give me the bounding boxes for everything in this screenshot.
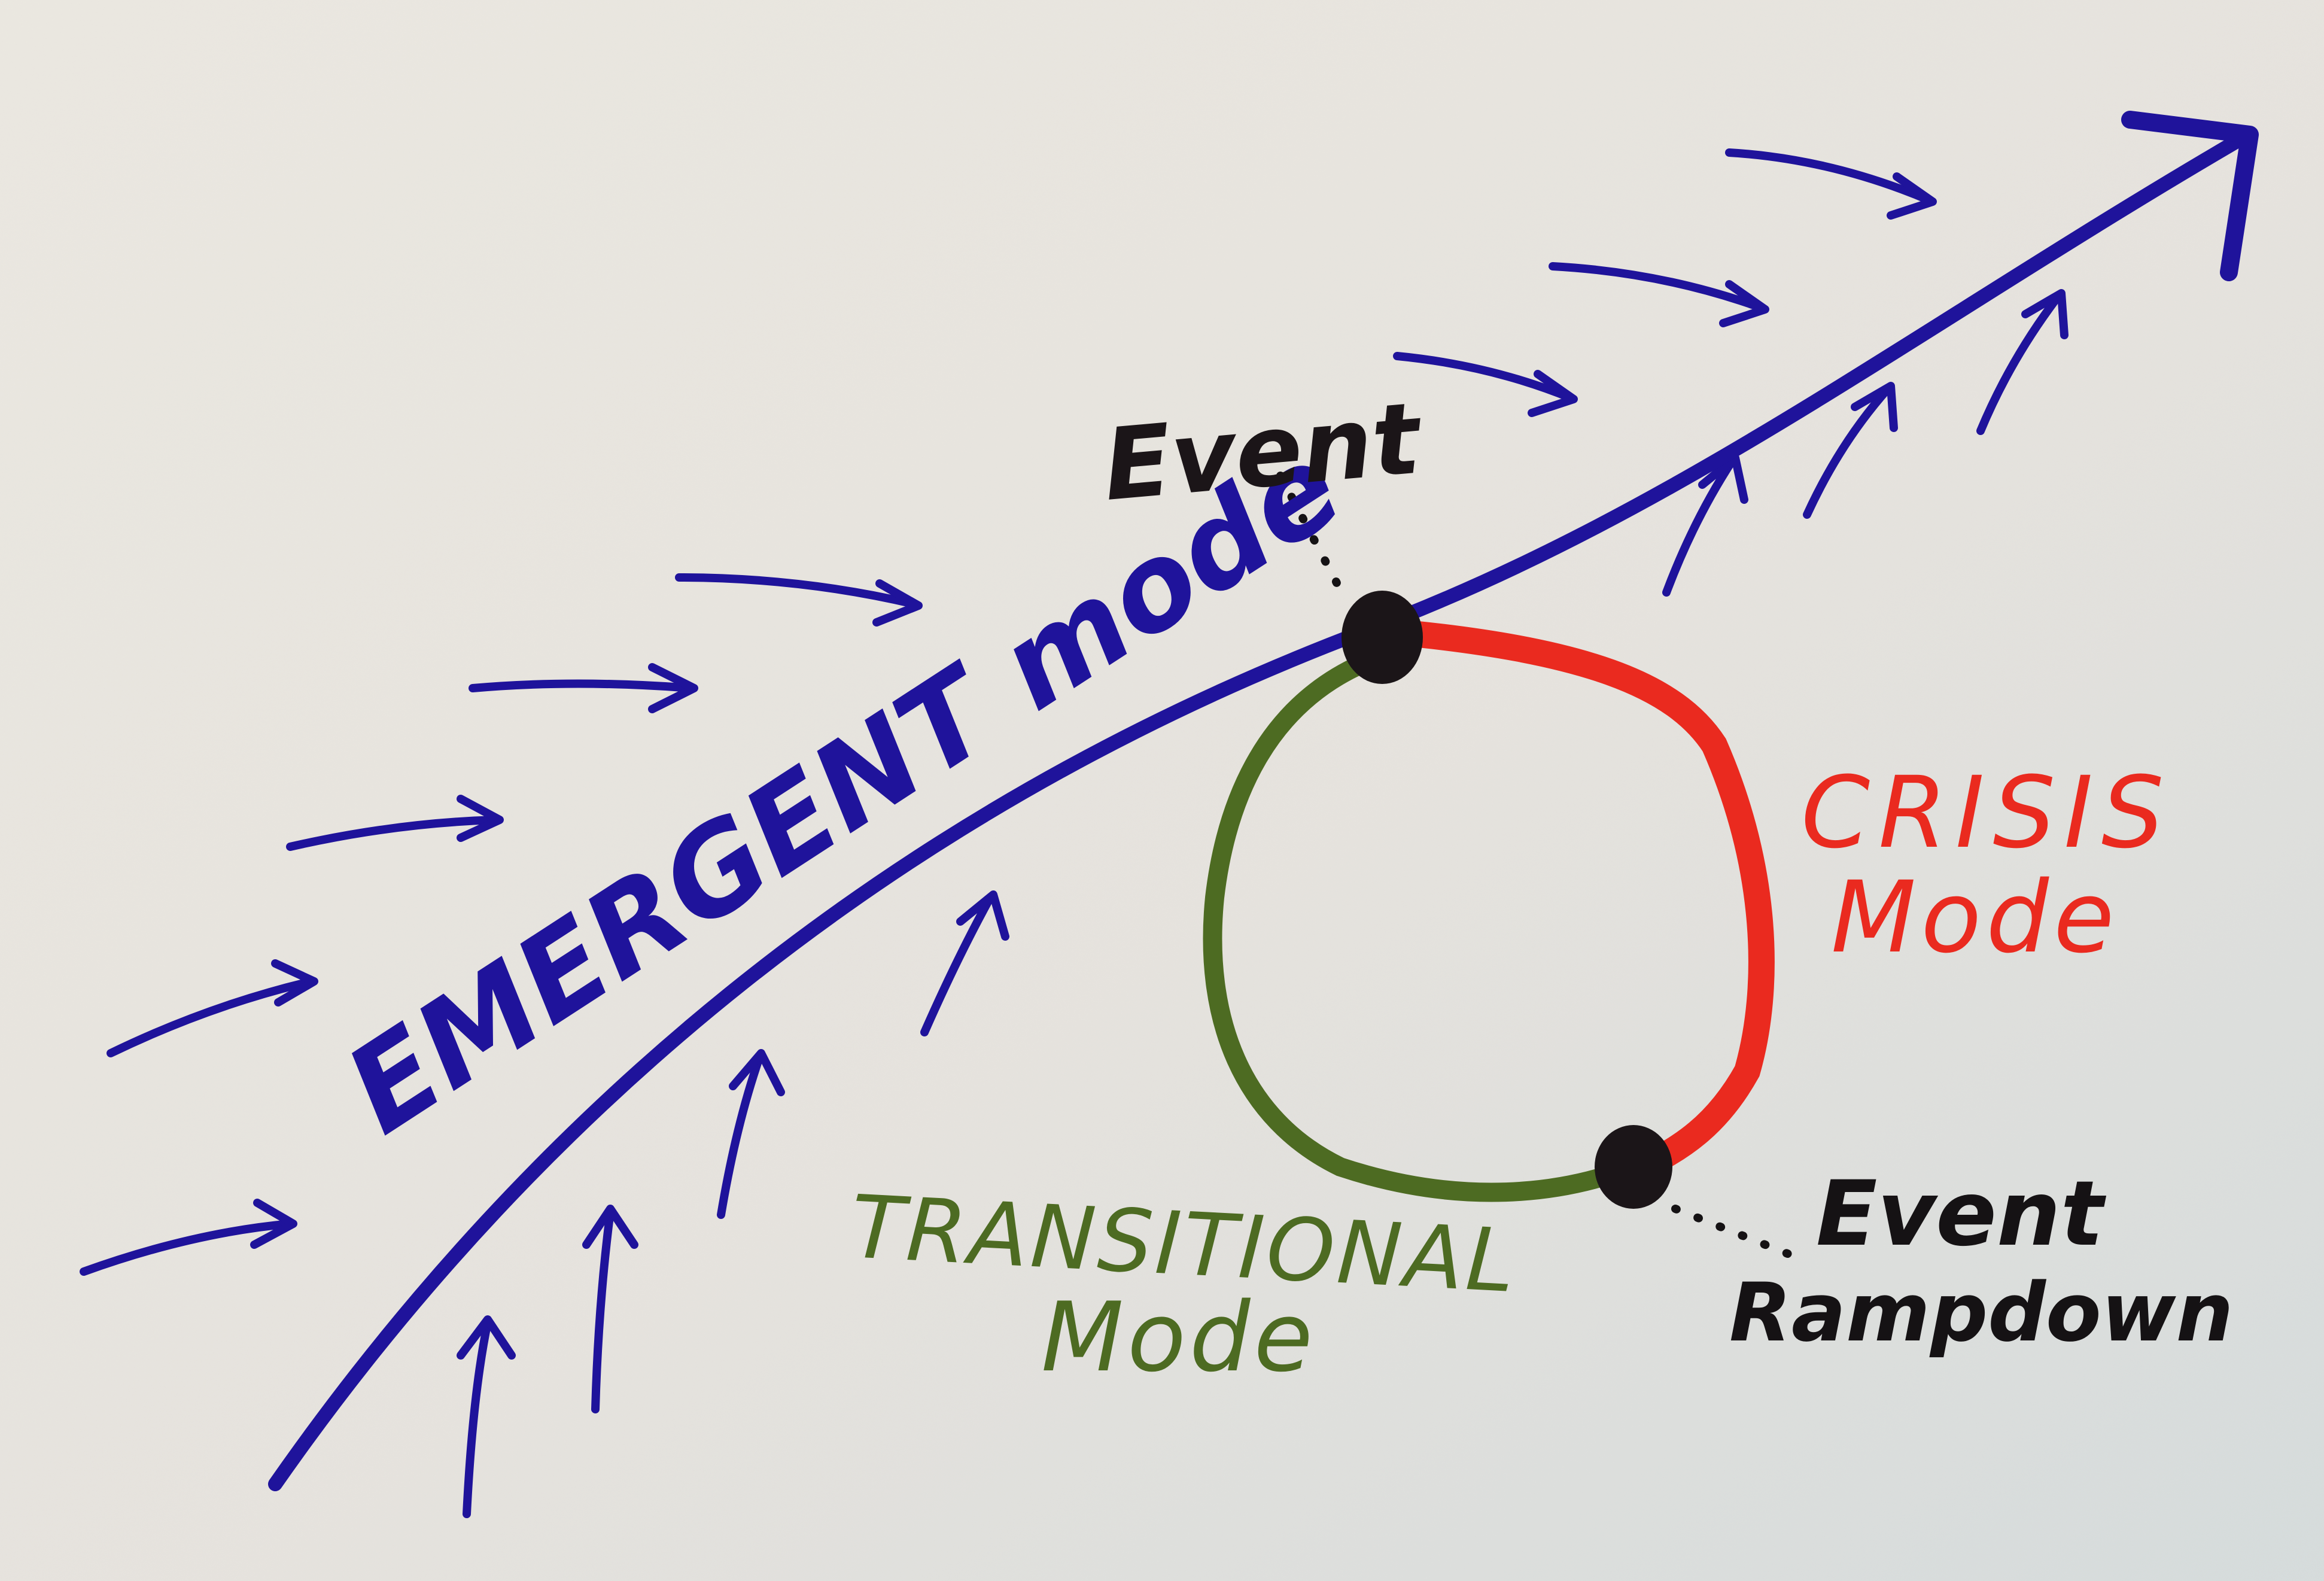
small-arrow-icon xyxy=(717,1049,785,1219)
dotted-leader-line xyxy=(1276,472,1347,600)
arrowhead-icon xyxy=(2121,111,2259,281)
crisis-mode-label-line1: CRISIS xyxy=(1801,755,2173,870)
event-bottom-label: Event xyxy=(1816,1162,2107,1266)
crisis-mode-label-line2: Mode xyxy=(1831,860,2119,975)
small-arrow-icon xyxy=(286,795,504,851)
small-arrow-icon xyxy=(1976,289,2069,435)
small-arrow-icon xyxy=(675,573,923,627)
rampdown-label: Rampdown xyxy=(1729,1266,2234,1360)
event-top-label: Event xyxy=(1099,381,1427,523)
small-arrow-icon xyxy=(457,1315,516,1518)
small-arrow-icon xyxy=(469,663,698,713)
small-arrow-icon xyxy=(920,890,1009,1036)
event-markers xyxy=(1342,591,1672,1209)
transitional-mode-label-line2: Mode xyxy=(1041,1281,1316,1393)
crisis-arc xyxy=(1375,618,1775,1183)
mode-loop xyxy=(1203,618,1775,1202)
transitional-arc xyxy=(1203,655,1625,1202)
flow-arrows xyxy=(80,148,2069,1518)
dotted-leader-line xyxy=(1671,1205,1799,1261)
main-trajectory xyxy=(268,111,2259,1491)
small-arrow-icon xyxy=(1725,148,1937,220)
small-arrow-icon xyxy=(107,959,318,1057)
leader-lines xyxy=(1276,472,1799,1261)
dot-icon xyxy=(1595,1125,1672,1209)
small-arrow-icon xyxy=(1803,382,1898,519)
small-arrow-icon xyxy=(1393,352,1578,417)
small-arrow-icon xyxy=(1549,262,1769,327)
small-arrow-icon xyxy=(582,1205,638,1413)
small-arrow-icon xyxy=(80,1199,297,1276)
dot-icon xyxy=(1342,591,1423,684)
curved-arrow-icon xyxy=(268,133,2245,1491)
